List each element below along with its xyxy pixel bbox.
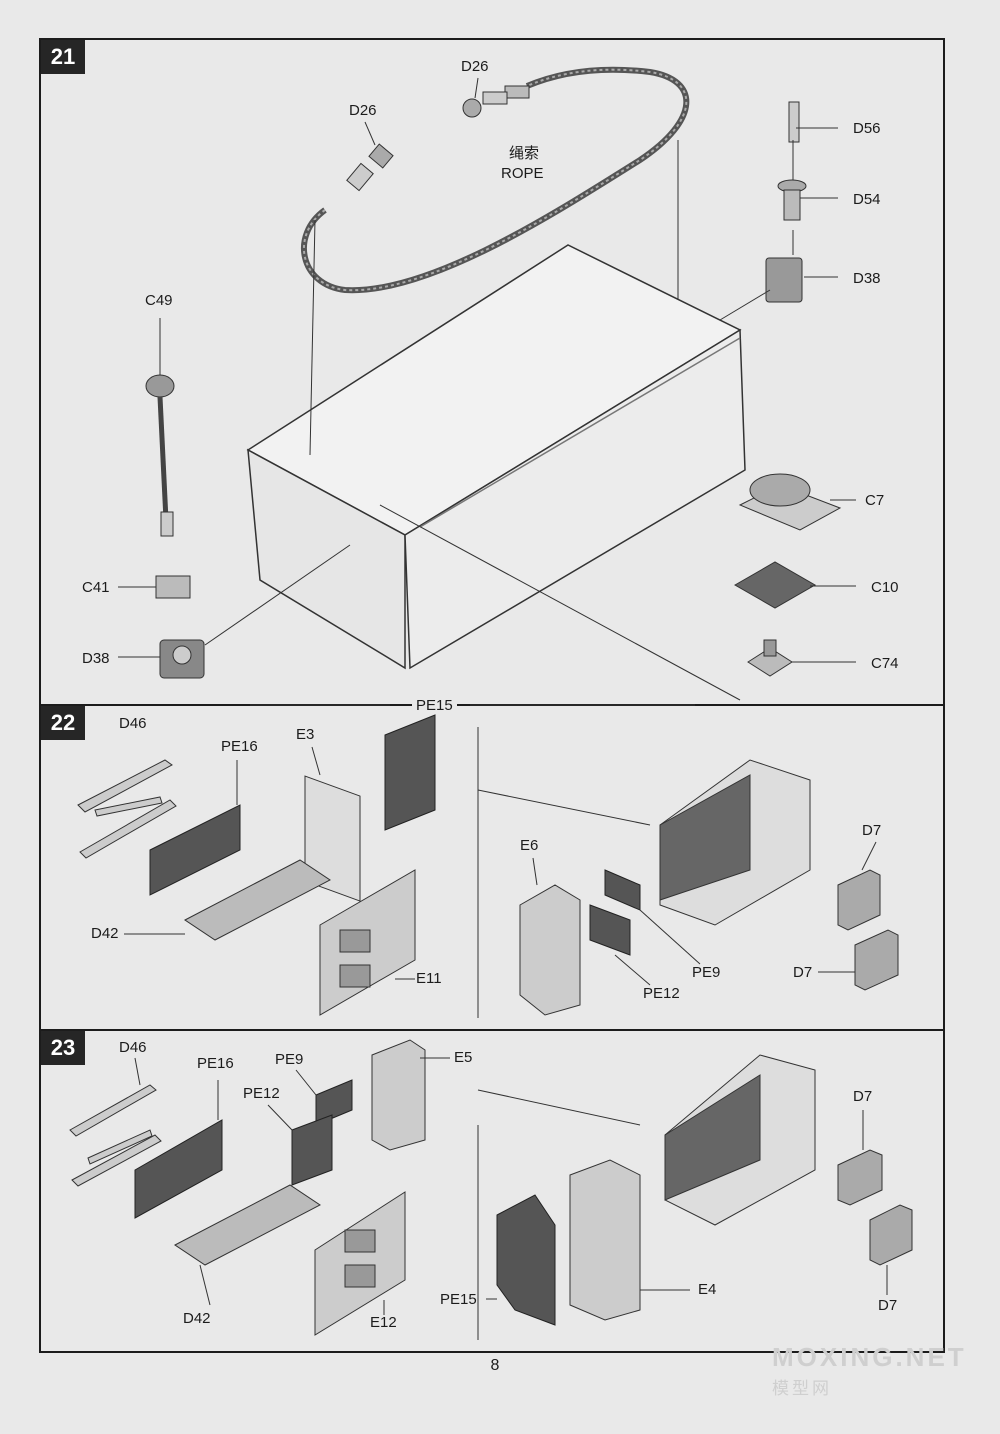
label-d46-22: D46	[119, 715, 147, 732]
pe16-mesh-part	[149, 804, 241, 896]
d7-upper-part	[837, 869, 881, 931]
d56-part	[788, 101, 800, 143]
box-hull	[246, 244, 746, 670]
e12-plate-part	[314, 1191, 406, 1336]
e3-frame-part	[304, 775, 361, 902]
step-badge-21: 21	[41, 40, 85, 74]
label-e12: E12	[370, 1314, 397, 1331]
label-pe9-22: PE9	[692, 964, 721, 981]
label-d54: D54	[853, 191, 881, 208]
d26-top-part	[462, 85, 530, 118]
watermark-subtitle: 模型网	[772, 1379, 832, 1398]
label-e4: E4	[698, 1281, 717, 1298]
d7-lower-part	[854, 929, 899, 991]
label-c49: C49	[145, 292, 173, 309]
label-pe12-23: PE12	[243, 1085, 280, 1102]
label-e6: E6	[520, 837, 539, 854]
c7-part	[738, 473, 842, 531]
d42-rack-part	[184, 859, 331, 941]
label-c74: C74	[871, 655, 899, 672]
pe15-mesh-23-part	[496, 1194, 556, 1326]
label-e5: E5	[454, 1049, 473, 1066]
label-rope-en: ROPE	[501, 165, 544, 182]
c74-part	[747, 639, 793, 677]
label-pe9-23: PE9	[275, 1051, 304, 1068]
label-pe16-22: PE16	[221, 738, 258, 755]
label-e11: E11	[416, 970, 442, 987]
d26-left-part	[346, 143, 394, 192]
d46-frame-part	[77, 759, 177, 859]
section-divider-22-23	[39, 1029, 945, 1031]
d42-rack-23-part	[174, 1184, 321, 1266]
e11-plate-part	[319, 869, 416, 1016]
step-badge-22: 22	[41, 706, 85, 740]
label-d56: D56	[853, 120, 881, 137]
d7-upper-23-part	[837, 1149, 883, 1206]
label-d26-left: D26	[349, 102, 377, 119]
assembly-23-right-part	[664, 1054, 816, 1226]
pe9-mesh-23-part	[315, 1079, 353, 1126]
pe12-mesh-part	[589, 904, 631, 956]
label-d46-23: D46	[119, 1039, 147, 1056]
step-badge-23: 23	[41, 1031, 85, 1065]
pe15-mesh-part	[384, 714, 436, 831]
page-number: 8	[490, 1357, 500, 1374]
label-pe15-22: PE15	[412, 698, 457, 714]
label-d7-upper-23: D7	[853, 1088, 873, 1105]
label-d38-left: D38	[82, 650, 110, 667]
e5-frame-part	[371, 1039, 426, 1151]
pe16-mesh-23-part	[134, 1119, 223, 1219]
label-d7-lower-22: D7	[793, 964, 813, 981]
label-c7: C7	[865, 492, 885, 509]
label-d7-upper-22: D7	[862, 822, 882, 839]
label-c10: C10	[871, 579, 899, 596]
d38-right-part	[765, 257, 803, 303]
d38-left-part	[159, 639, 205, 679]
label-d42-23: D42	[183, 1310, 211, 1327]
label-e3: E3	[296, 726, 315, 743]
label-d42-22: D42	[91, 925, 119, 942]
label-d7-lower-23: D7	[878, 1297, 898, 1314]
assembly-22-right-part	[659, 759, 811, 926]
label-pe12-22: PE12	[643, 985, 680, 1002]
d54-part	[777, 179, 807, 221]
label-d38-right: D38	[853, 270, 881, 287]
c10-part	[733, 561, 817, 609]
pe12-mesh-23-part	[291, 1114, 333, 1186]
label-c41: C41	[82, 579, 110, 596]
d46-frame-23-part	[69, 1084, 162, 1187]
label-pe15-23: PE15	[440, 1291, 477, 1308]
e4-frame-part	[569, 1159, 641, 1321]
watermark-title: MOXING.NET	[772, 1342, 967, 1372]
label-d26-top: D26	[461, 58, 489, 75]
label-rope-cn: 绳索	[509, 145, 540, 162]
d7-lower-23-part	[869, 1204, 913, 1266]
label-pe16-23: PE16	[197, 1055, 234, 1072]
page-frame	[39, 38, 945, 1353]
e6-frame-part	[519, 884, 581, 1016]
